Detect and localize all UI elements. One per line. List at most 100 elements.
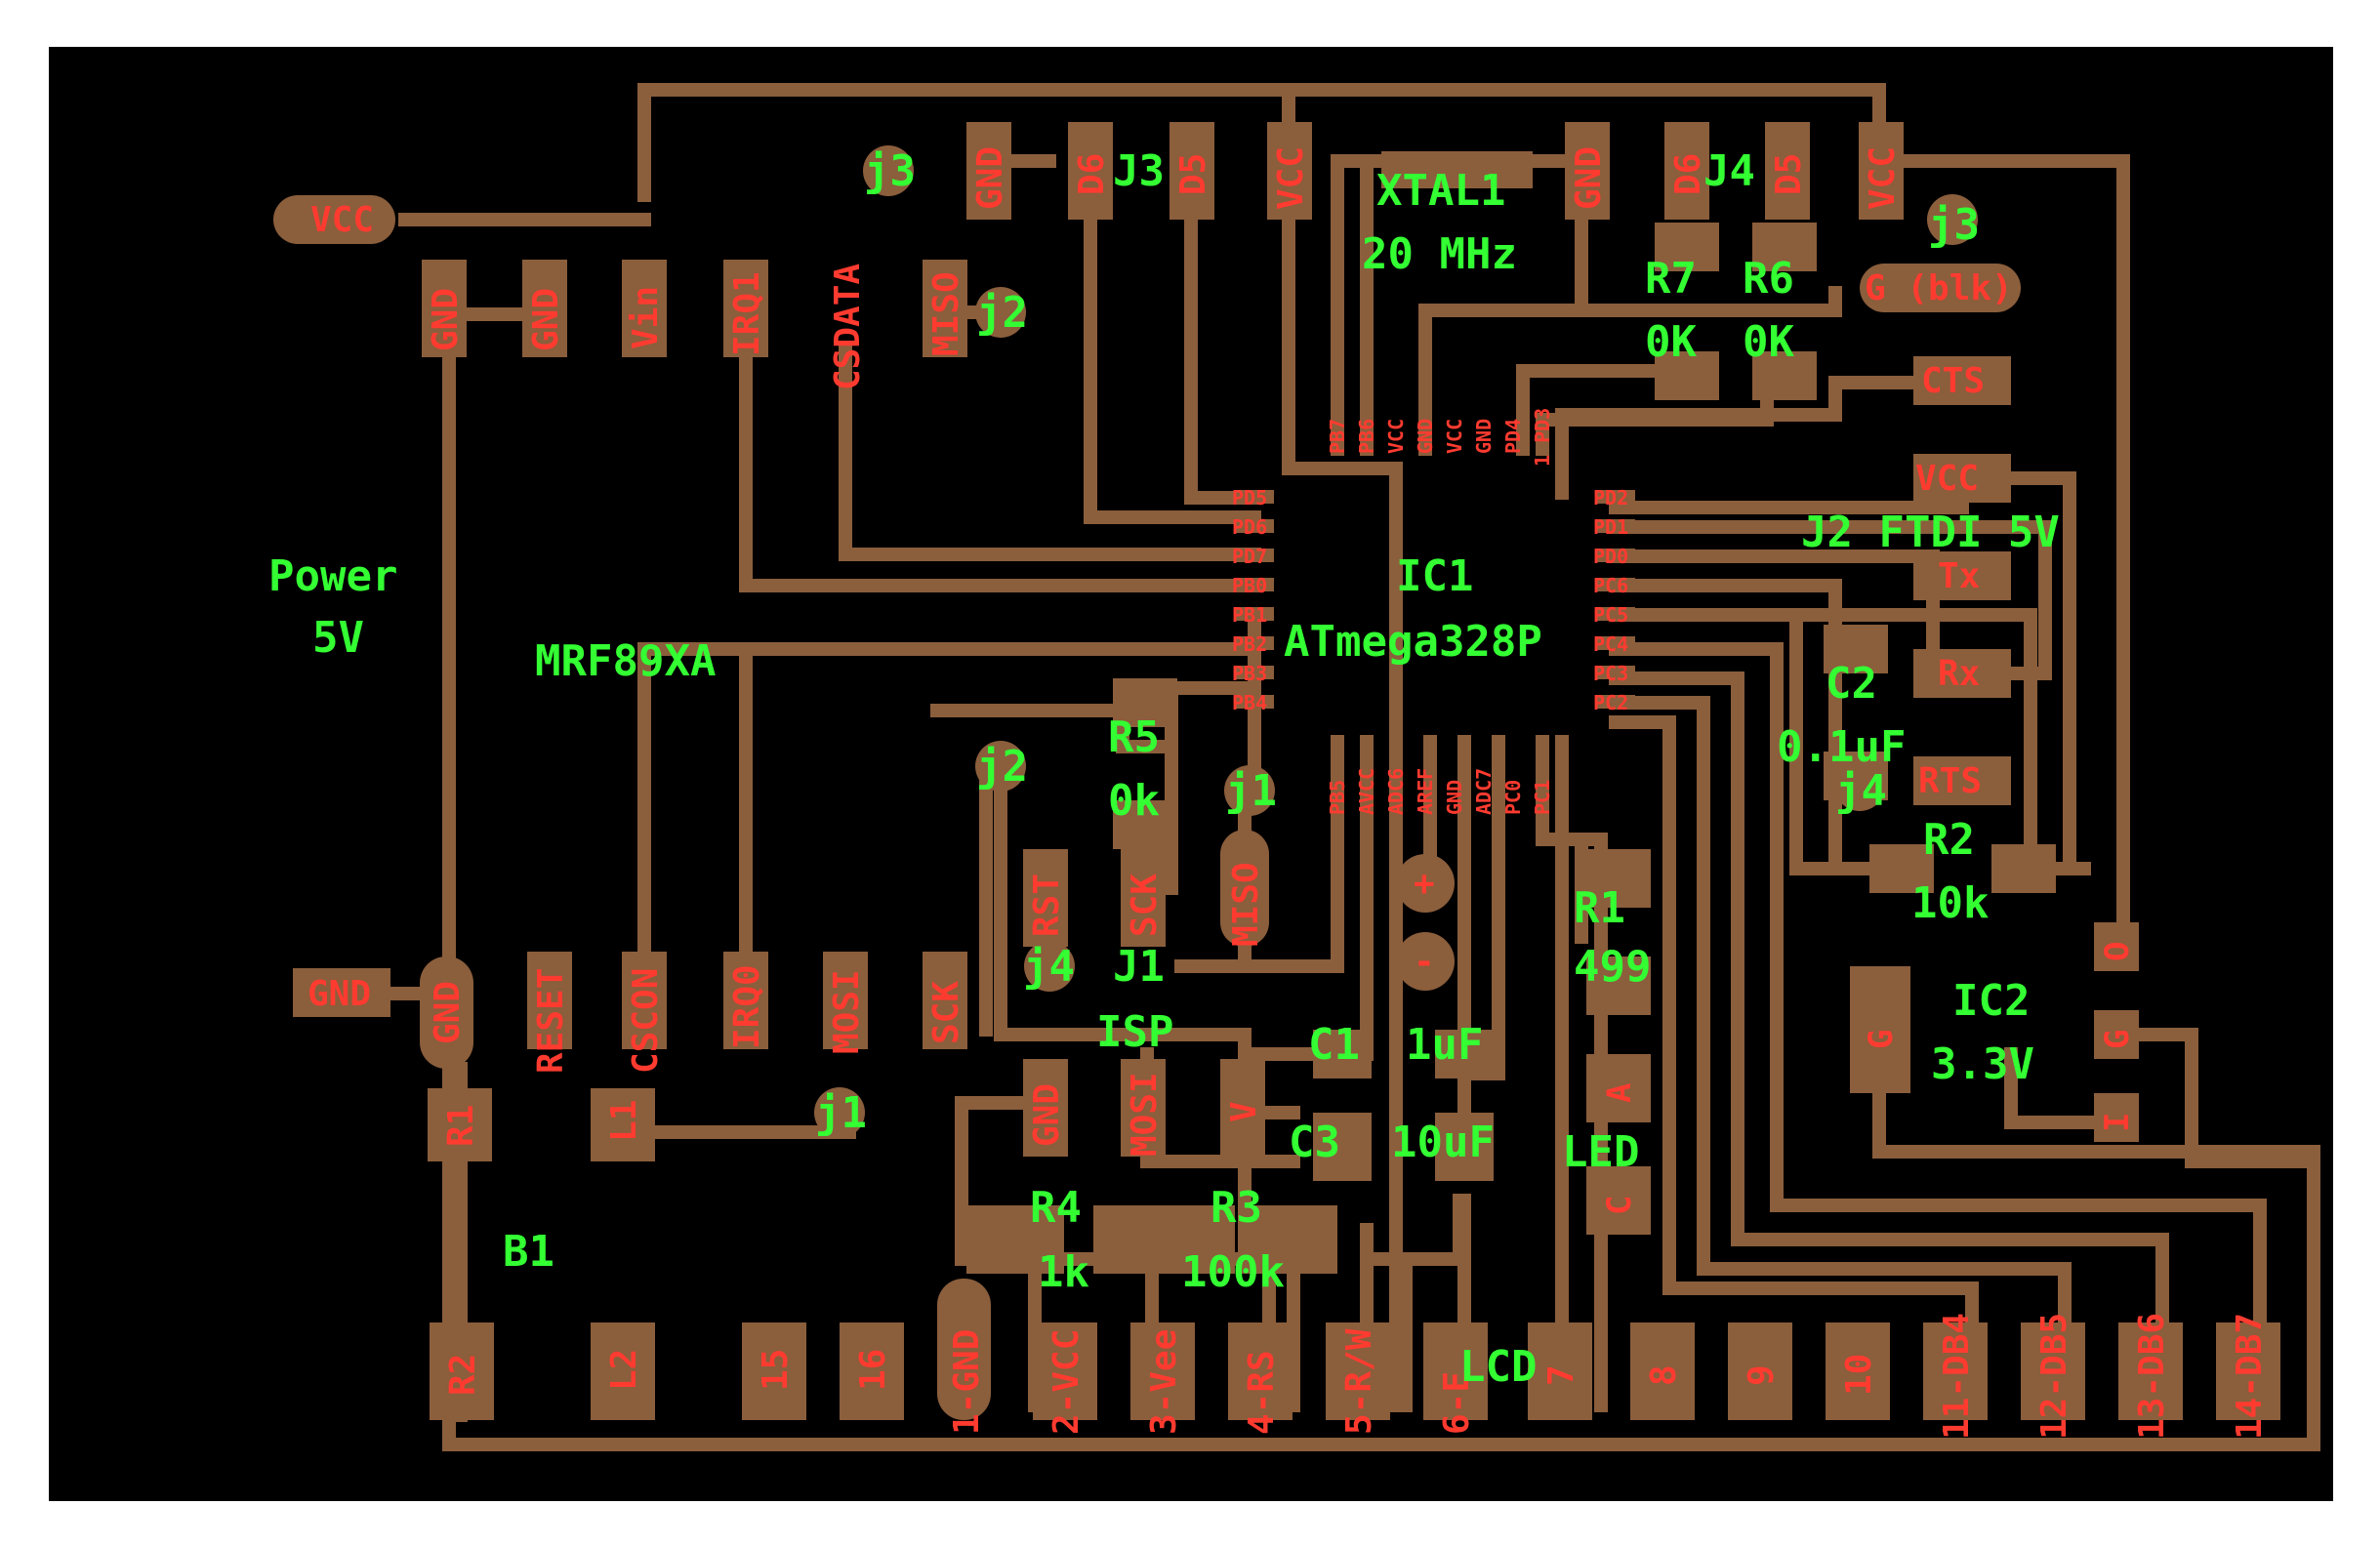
silk-r3: R3 (1211, 1183, 1262, 1233)
pad-rx (1913, 649, 2011, 698)
pin-t-pb6: PB6 (1355, 419, 1378, 454)
silk-jmp-j1a: j1 (1225, 766, 1277, 816)
silkscreen-labels: Power 5V MRF89XA B1 J3 J4 XTAL1 20 MHz R… (268, 146, 2060, 1392)
pin-pb2: PB2 (1232, 632, 1267, 656)
pad-d6-j3 (1068, 122, 1113, 220)
silk-ic1: IC1 (1396, 551, 1473, 601)
silk-jmp-j2b: j2 (976, 742, 1028, 792)
pad-miso-top (923, 260, 967, 357)
lbl-g-blk: G (blk) (1865, 268, 2013, 308)
lbl-irq0: IRQ0 (727, 964, 767, 1049)
pad-vcc-ftdi (1913, 454, 2011, 503)
lbl-o: O (2098, 942, 2137, 961)
pad-reset (527, 952, 572, 1049)
pin-pc6: PC6 (1593, 574, 1628, 597)
silk-jmp-j2a: j2 (976, 288, 1028, 338)
pad-d5-j3 (1169, 122, 1214, 220)
silk-xtal-freq: 20 MHz (1362, 229, 1517, 279)
lbl-lcd1: 1-GND (947, 1329, 987, 1435)
pad-lcd1 (937, 1279, 991, 1420)
pad-r3-right (1240, 1205, 1337, 1274)
silk-ic1-part: ATmega328P (1284, 617, 1542, 667)
pad-c1-right (1435, 1030, 1494, 1078)
pad-lcd13 (2118, 1322, 2183, 1420)
pad-r5-top (1113, 678, 1177, 727)
pin-pc5: PC5 (1593, 603, 1628, 627)
lbl-lcd5: 5-R/W (1339, 1328, 1379, 1435)
pin-pd2: PD2 (1593, 486, 1628, 509)
pin-t-pb7: PB7 (1326, 419, 1349, 454)
pad-gnd-j4 (1565, 122, 1610, 220)
copper-traces (325, 83, 2320, 1451)
pad-r1-top (1586, 849, 1651, 908)
lbl-gnd-a: GND (426, 288, 466, 351)
lbl-r2-mrf: R2 (443, 1354, 483, 1396)
silk-r5: R5 (1108, 712, 1160, 762)
lbl-d5-j3: D5 (1173, 153, 1213, 195)
pin-b-aref: AREF (1414, 768, 1437, 815)
pad-r7-top (1655, 223, 1719, 271)
jumper-j1b (814, 1087, 865, 1138)
pad-r7-bot (1655, 351, 1719, 400)
lbl-csdata: CSDATA (828, 264, 868, 390)
lbl-sck-isp: SCK (1125, 874, 1165, 937)
lbl-reset: RESET (531, 968, 571, 1074)
pin-pd7: PD7 (1232, 545, 1267, 568)
silk-r5v: 0k (1108, 776, 1160, 826)
pin-b-adc6: ADC6 (1384, 768, 1408, 815)
silk-c2v: 0.1uF (1777, 722, 1906, 772)
pad-vcc-j4 (1859, 122, 1904, 220)
silk-c3v: 10uF (1391, 1118, 1495, 1167)
pad-rts (1913, 756, 2011, 805)
pad-lcd2 (1033, 1322, 1097, 1420)
silk-r1v: 499 (1574, 942, 1651, 992)
pad-vin (622, 260, 667, 357)
silk-r1: R1 (1574, 883, 1625, 933)
pad-lcd8 (1630, 1322, 1695, 1420)
silk-r2: R2 (1923, 815, 1975, 865)
pin-pb1: PB1 (1232, 603, 1267, 627)
pad-led-c (1586, 1166, 1651, 1235)
pad-gnd-isp (1023, 1059, 1068, 1157)
lbl-v-isp: V (1224, 1101, 1264, 1122)
lbl-gnd-b: GND (526, 288, 566, 351)
lbl-r1-mrf: R1 (441, 1105, 481, 1147)
silk-c3: C3 (1289, 1118, 1340, 1167)
pad-irq0 (723, 952, 768, 1049)
silk-r6: R6 (1743, 254, 1794, 304)
pad-mosi-isp (1121, 1059, 1166, 1157)
pad-gnd-j3 (966, 122, 1011, 220)
pin-pc2: PC2 (1593, 691, 1628, 714)
ic1-pins (1235, 490, 1635, 709)
pad-r6-bot (1752, 351, 1817, 400)
pad-led-a (1586, 1054, 1651, 1122)
lbl-mosi-mrf: MOSI (827, 969, 867, 1054)
pad-lcd9 (1728, 1322, 1792, 1420)
lbl-vcc-ftdi: VCC (1915, 459, 1979, 499)
pad-gnd-mrf (420, 956, 473, 1069)
silk-jmp-j3b: j3 (1928, 200, 1980, 250)
pin-b-adc7: ADC7 (1472, 768, 1496, 815)
pad-16 (840, 1322, 904, 1420)
silk-r4v: 1k (1038, 1247, 1089, 1297)
pad-c3-left (1313, 1113, 1372, 1181)
lbl-i-reg: I (2098, 1113, 2137, 1132)
silk-power: Power (268, 551, 397, 601)
pad-r3-left (1137, 1205, 1235, 1274)
pad-cts (1913, 356, 2011, 405)
pin-t-pd3: 1 PD3 (1531, 408, 1554, 467)
silk-j4-top: J4 (1703, 146, 1755, 196)
lbl-gnd-left: GND (308, 974, 371, 1014)
pin-b-pc0: PC0 (1501, 780, 1525, 815)
pad-lcd6 (1423, 1322, 1488, 1420)
pad-rst-isp (1023, 849, 1068, 947)
lbl-vcc-left: VCC (310, 200, 374, 240)
lbl-g-reg: G (2098, 1030, 2137, 1049)
pad-lcd14 (2216, 1322, 2280, 1420)
lbl-lcd10: 10 (1839, 1354, 1879, 1396)
pad-miso-isp (1220, 830, 1269, 947)
lbl-d5-j4: D5 (1769, 153, 1809, 195)
lbl-minus: - (1414, 942, 1435, 982)
pad-lcd4 (1228, 1322, 1293, 1420)
component-pads (273, 122, 2280, 1420)
